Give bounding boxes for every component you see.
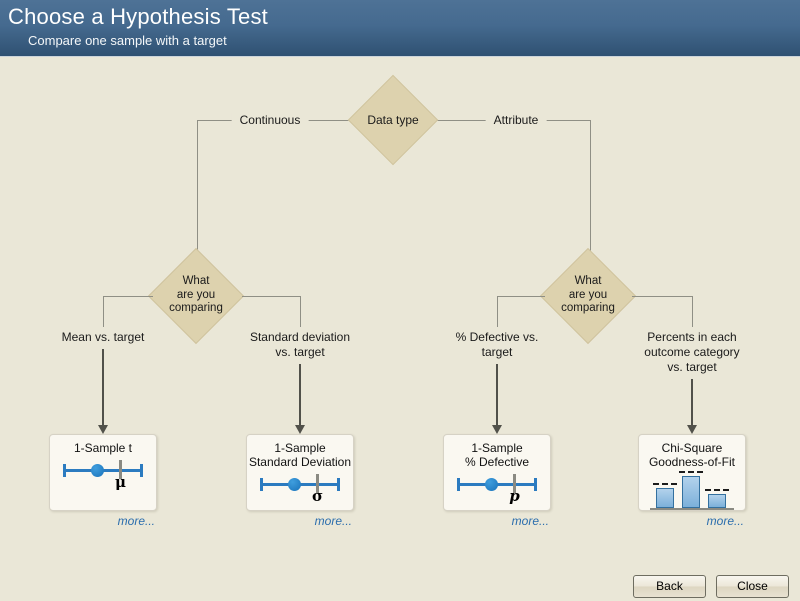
branch-line xyxy=(497,296,498,327)
sample-point-icon xyxy=(91,464,104,477)
card-1-sample-percent-defective[interactable]: 1-Sample % Defective p xyxy=(443,434,551,511)
parameter-symbol: p xyxy=(509,487,520,505)
arrow-line xyxy=(496,364,498,426)
arrow-down-icon xyxy=(98,425,108,434)
bars-with-target-dashes-icon xyxy=(650,471,734,510)
branch-line xyxy=(242,296,300,297)
right-drop-line xyxy=(590,120,591,253)
card-1-sample-t[interactable]: 1-Sample t μ xyxy=(49,434,157,511)
arrow-line xyxy=(102,349,104,426)
sample-point-icon xyxy=(288,478,301,491)
left-drop-line xyxy=(197,120,198,253)
sample-point-icon xyxy=(485,478,498,491)
card-1-sample-stdev[interactable]: 1-Sample Standard Deviation σ xyxy=(246,434,354,511)
target-tick-icon xyxy=(316,474,319,493)
arrow-line xyxy=(691,379,693,426)
branch-line xyxy=(497,296,545,297)
interval-plot-icon: μ xyxy=(62,455,144,510)
back-button[interactable]: Back xyxy=(633,575,706,598)
left-comparing-diamond-label: What are you comparing xyxy=(169,275,223,314)
edge-label-attribute: Attribute xyxy=(485,113,547,127)
card-title: 1-Sample % Defective xyxy=(464,441,530,469)
card-title: 1-Sample Standard Deviation xyxy=(248,441,352,469)
branch-label-mean: Mean vs. target xyxy=(61,330,145,344)
parameter-symbol: σ xyxy=(311,487,324,505)
arrow-down-icon xyxy=(295,425,305,434)
branch-line xyxy=(103,296,104,327)
edge-label-continuous: Continuous xyxy=(231,113,309,127)
dialog-header: Choose a Hypothesis Test Compare one sam… xyxy=(0,0,800,57)
branch-line xyxy=(632,296,692,297)
arrow-line xyxy=(299,364,301,426)
right-comparing-diamond-label: What are you comparing xyxy=(561,275,615,314)
page-subtitle: Compare one sample with a target xyxy=(28,33,227,48)
arrow-down-icon xyxy=(687,425,697,434)
parameter-symbol: μ xyxy=(115,473,126,491)
card-title: Chi-Square Goodness-of-Fit xyxy=(648,441,736,469)
close-button[interactable]: Close xyxy=(716,575,789,598)
card-title: 1-Sample t xyxy=(73,441,133,455)
target-tick-icon xyxy=(513,474,516,493)
branch-line xyxy=(103,296,153,297)
interval-plot-icon: p xyxy=(456,469,538,510)
branch-line xyxy=(300,296,301,327)
branch-line xyxy=(692,296,693,327)
card-chi-square-goodness-of-fit[interactable]: Chi-Square Goodness-of-Fit xyxy=(638,434,746,511)
target-tick-icon xyxy=(119,460,122,479)
branch-label-defective: % Defective vs. target xyxy=(455,330,539,359)
more-link-chi-square[interactable]: more... xyxy=(706,514,744,528)
page-title: Choose a Hypothesis Test xyxy=(8,4,268,29)
interval-plot-icon: σ xyxy=(259,469,341,510)
more-link-1-sample-percent-defective[interactable]: more... xyxy=(511,514,549,528)
branch-label-stdev: Standard deviation vs. target xyxy=(249,330,351,359)
more-link-1-sample-stdev[interactable]: more... xyxy=(314,514,352,528)
branch-label-percents: Percents in each outcome category vs. ta… xyxy=(644,330,740,374)
arrow-down-icon xyxy=(492,425,502,434)
data-type-diamond-label: Data type xyxy=(367,113,419,127)
more-link-1-sample-t[interactable]: more... xyxy=(117,514,155,528)
